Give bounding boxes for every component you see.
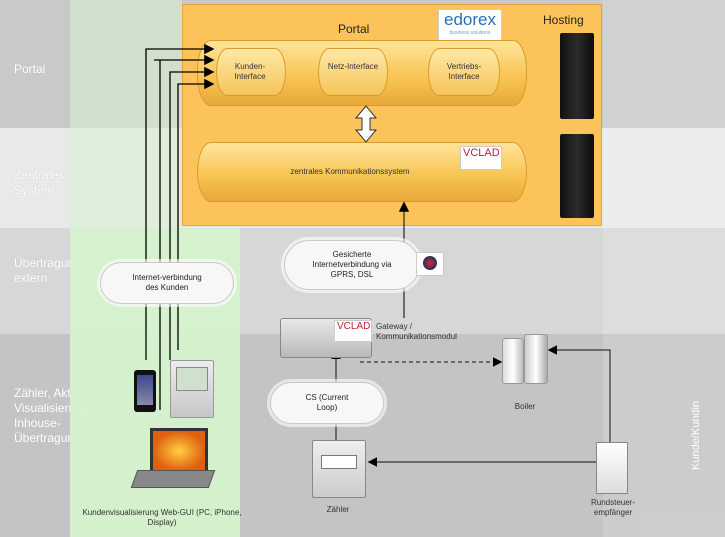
module-kunden	[216, 48, 286, 96]
band-label-zentrales: Zentrales System	[14, 168, 65, 197]
cloud-internet: Internet-verbindung des Kunden	[100, 262, 234, 304]
gateway-vclad-text: VCLAD	[337, 321, 371, 332]
module-netz	[318, 48, 388, 96]
server-1-icon	[560, 33, 594, 119]
zaehler-label: Zähler	[326, 505, 350, 514]
cloud-cs: CS (Current Loop)	[270, 382, 384, 424]
central-label: zentrales Kommunikationssystem	[290, 167, 410, 176]
rundsteuer-label: Rundsteuer-empfänger	[590, 498, 636, 517]
gateway-vclad-logo: VCLAD	[334, 320, 372, 342]
globe-icon	[416, 252, 444, 276]
edorex-logo: edorex business solutions	[438, 9, 502, 43]
band-label-uebertragung: Übertragung extern	[14, 256, 81, 285]
phone-icon	[134, 370, 156, 412]
laptop-icon	[120, 428, 216, 494]
edorex-logo-text: edorex	[444, 10, 496, 29]
portal-title: Portal	[338, 22, 370, 36]
central-vclad-text: VCLAD	[463, 147, 500, 159]
rundsteuer-icon	[596, 442, 628, 494]
edorex-tagline: business solutions	[449, 30, 491, 36]
display-icon	[170, 360, 214, 418]
cloud-gesicherte: Gesicherte Internetverbindung via GPRS, …	[284, 240, 420, 290]
gateway-label: Gateway / Kommunikationsmodul	[376, 322, 457, 341]
module-vertrieb-label: Vertriebs-Interface	[446, 62, 482, 81]
customer-zone-top	[70, 0, 182, 228]
kundenvis-label: Kundenvisualisierung Web-GUI (PC, iPhone…	[82, 508, 242, 527]
band-label-portal: Portal	[14, 62, 46, 76]
central-vclad-logo: VCLAD	[460, 146, 502, 170]
cloud-gesicherte-text: Gesicherte Internetverbindung via GPRS, …	[312, 250, 392, 279]
module-vertrieb	[428, 48, 500, 96]
server-2-icon	[560, 134, 594, 218]
module-kunden-label: Kunden-Interface	[234, 62, 266, 81]
cloud-internet-text: Internet-verbindung des Kunden	[132, 273, 202, 292]
meter-icon	[312, 440, 366, 498]
boiler-icon	[502, 332, 548, 384]
boiler-label: Boiler	[514, 402, 536, 411]
cloud-cs-text: CS (Current Loop)	[305, 393, 349, 412]
module-netz-label: Netz-Interface	[327, 62, 379, 71]
hosting-title: Hosting	[543, 13, 584, 27]
